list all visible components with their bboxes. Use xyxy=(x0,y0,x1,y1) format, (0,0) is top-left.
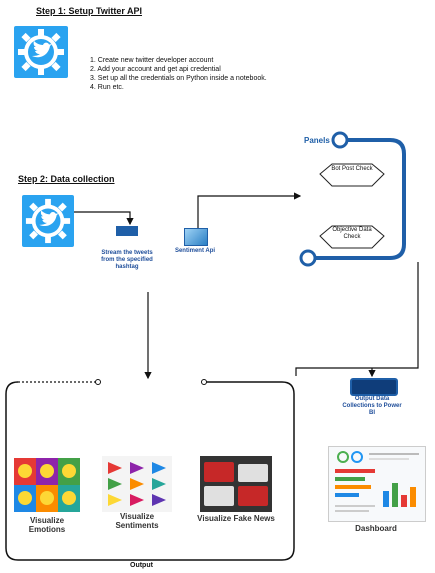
panels-label: Panels xyxy=(304,136,330,145)
emotions-label: Visualize Emotions xyxy=(28,516,66,534)
bot-check: Bot Post Check xyxy=(331,166,373,172)
step1-note-4: 4. Run etc. xyxy=(90,84,124,91)
filter-icon xyxy=(350,378,398,396)
step2-title: Step 2: Data collection xyxy=(18,174,115,184)
fake-news-image xyxy=(200,456,272,512)
stream-icon xyxy=(116,226,138,236)
dashboard-image xyxy=(328,446,426,522)
dashboard-label: Dashboard xyxy=(355,524,397,533)
sentiments-label: Visualize Sentiments xyxy=(115,512,159,530)
twitter-gear-icon-2 xyxy=(22,195,74,247)
step1-title: Step 1: Setup Twitter API xyxy=(36,6,143,16)
filter-label: Output Data Collections to Power BI xyxy=(342,396,402,416)
stream-label: Stream the tweets from the specified has… xyxy=(101,250,153,270)
step1-note-3: 3. Set up all the credentials on Python … xyxy=(90,75,267,82)
objective-check: Objective Data Check xyxy=(332,227,372,240)
step1-note-2: 2. Add your account and get api credenti… xyxy=(90,66,221,73)
emotions-image xyxy=(14,458,80,512)
fake-news-label: Visualize Fake News xyxy=(197,514,275,523)
sentiments-image xyxy=(102,456,172,512)
twitter-gear-icon xyxy=(14,26,68,78)
sentiment-label: Sentiment Api xyxy=(174,248,216,254)
step1-note-1: 1. Create new twitter developer account xyxy=(90,57,214,64)
output-label: Output xyxy=(130,562,153,569)
sentiment-api-icon xyxy=(184,228,208,246)
